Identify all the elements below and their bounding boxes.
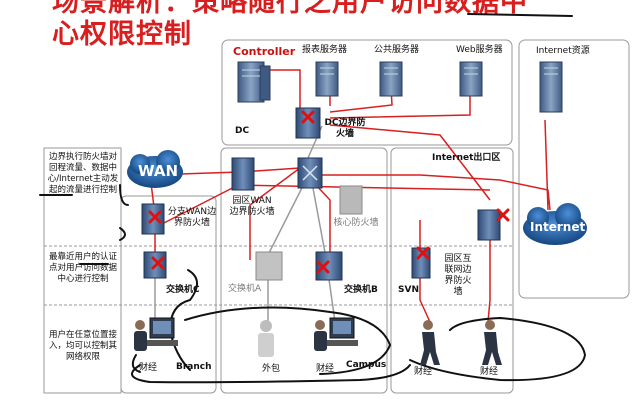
branch-zone <box>120 195 217 394</box>
note-any-location: 用户在任意位置接入，均可以控制其网络权限 <box>48 330 117 362</box>
report-server <box>315 61 339 97</box>
zone-boxes <box>43 39 630 394</box>
core-firewall-icon <box>339 185 363 215</box>
branch-pc-icon <box>146 317 178 346</box>
note-nearest-auth: 最靠近用户的认证点对用户访问数据中心进行控制 <box>48 252 117 284</box>
campus-pc-icon <box>326 317 358 346</box>
switch-c-label: 交换机C <box>166 285 200 295</box>
wan-label: WAN <box>138 162 179 180</box>
core-switch-icon <box>297 157 323 189</box>
campus-wan-firewall-label: 园区WAN边界防火墙 <box>229 196 275 217</box>
branch-label: Branch <box>176 362 212 372</box>
campus-label: Campus <box>346 360 387 370</box>
roaming-finance-label-2: 财经 <box>480 367 499 377</box>
campus-internet-firewall-label: 园区互联网边界防火墙 <box>444 254 472 297</box>
dc-firewall-label: DC边界防火墙 <box>324 118 366 139</box>
campus-outsource-user-icon <box>258 320 274 357</box>
switch-a-label: 交换机A <box>228 284 262 294</box>
public-server-label: 公共服务器 <box>374 45 420 55</box>
campus-internet-firewall-icon <box>477 209 501 241</box>
deny-x-marks <box>148 110 510 274</box>
dc-label: DC <box>235 126 250 136</box>
dc-firewall-icon <box>295 107 321 139</box>
controller-server <box>237 61 271 103</box>
branch-finance-label: 财经 <box>139 363 158 373</box>
walking-user-1-icon <box>420 320 440 365</box>
campus-wan-firewall-icon <box>231 157 255 191</box>
switch-a-icon <box>255 251 283 281</box>
branch-user-icon <box>134 320 147 351</box>
controller-label: Controller <box>233 45 296 58</box>
zone-separators <box>44 245 512 306</box>
public-server <box>379 61 403 97</box>
campus-user-icon <box>314 320 327 351</box>
page-title-line1: 场景解析：策略随行之用户访问数据中 <box>52 0 528 18</box>
internet-exit-label: Internet出口区 <box>432 153 501 163</box>
web-server <box>459 61 483 97</box>
core-firewall-label: 核心防火墙 <box>333 218 379 228</box>
internet-resource-label: Internet资源 <box>536 46 590 56</box>
internet-exit-zone <box>390 147 514 394</box>
switch-b-label: 交换机B <box>344 285 378 295</box>
walking-user-2-icon <box>482 320 502 365</box>
report-server-label: 报表服务器 <box>302 45 348 55</box>
internet-cloud-icon <box>523 203 587 245</box>
note-boundary-firewall: 边界执行防火墙对回程流量、数据中心/Internet主动发起的流量进行控制 <box>47 152 119 195</box>
outsource-label: 外包 <box>262 364 281 374</box>
web-server-label: Web服务器 <box>456 45 503 55</box>
hand-annotations <box>39 13 587 384</box>
roaming-finance-label-1: 财经 <box>414 367 433 377</box>
dc-zone <box>221 39 513 146</box>
internet-resource-server <box>539 61 563 113</box>
campus-zone <box>220 147 388 394</box>
internet-label: Internet <box>530 220 586 234</box>
branch-wan-firewall-label: 分支WAN边界防火墙 <box>167 207 217 228</box>
campus-finance-label: 财经 <box>316 364 335 374</box>
wan-cloud-icon <box>127 150 183 188</box>
internet-resource-zone <box>518 39 630 299</box>
svn-label: SVN <box>398 285 419 295</box>
page-title-line2: 心权限控制 <box>52 19 192 50</box>
